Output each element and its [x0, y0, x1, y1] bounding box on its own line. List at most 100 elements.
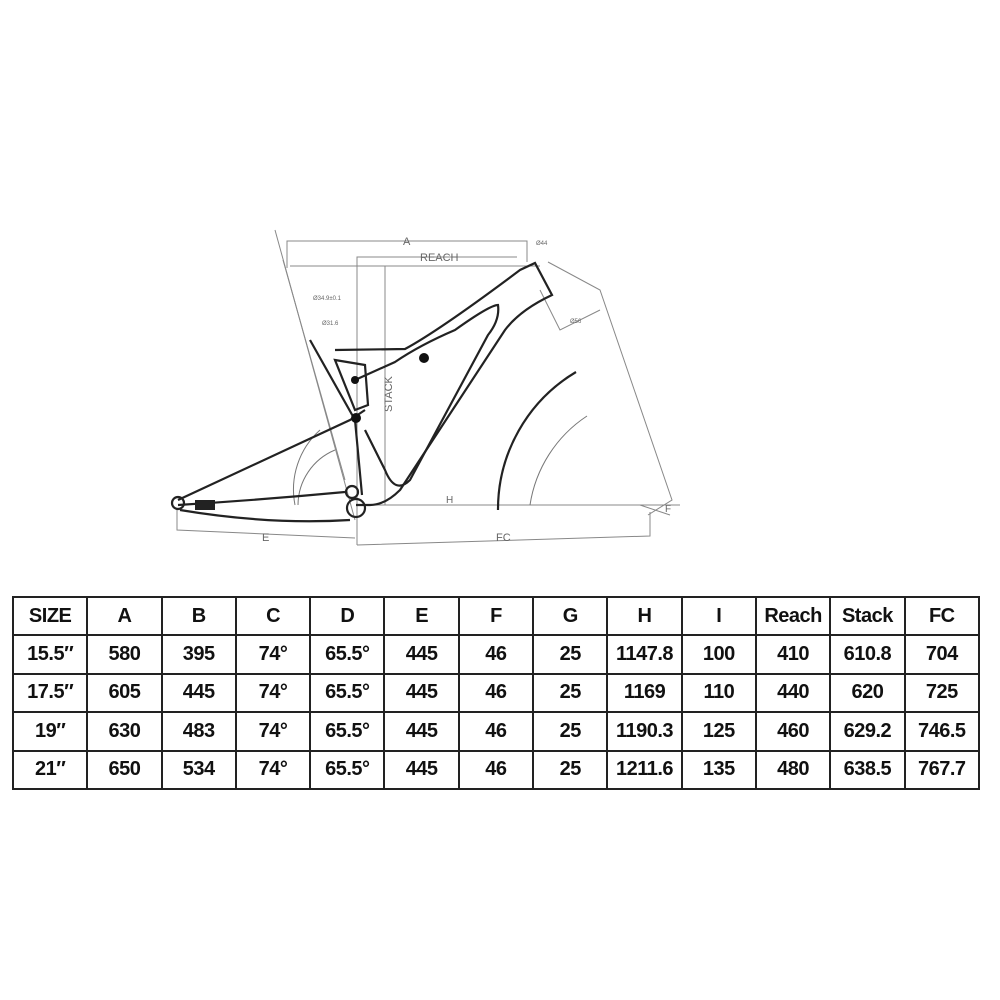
geometry-table: SIZE A B C D E F G H I Reach Stack FC 15… — [11, 595, 981, 791]
table-cell: 746.5 — [903, 711, 981, 752]
table-cell: 620 — [829, 672, 906, 714]
dim-fc — [356, 512, 651, 546]
seat-stay — [177, 409, 366, 501]
header-i: I — [680, 595, 757, 637]
table-cell: 725 — [903, 672, 981, 714]
header-reach: Reach — [754, 595, 832, 637]
dimension-labels: A REACH STACK E FC H F Ø34.9±0.1 Ø31.6 Ø… — [262, 236, 671, 544]
table-cell: 445 — [383, 672, 460, 714]
dropout-hardware — [195, 500, 215, 510]
table-cell: 1211.6 — [606, 749, 683, 791]
header-a: A — [86, 595, 163, 637]
table-cell: 25 — [532, 749, 609, 791]
shock-mount — [419, 353, 429, 363]
table-cell: 445 — [383, 711, 460, 752]
table-cell: 110 — [680, 672, 757, 714]
header-fc: FC — [903, 595, 981, 637]
header-e: E — [383, 595, 460, 637]
table-cell: 1190.3 — [606, 711, 683, 752]
table-cell: 46 — [457, 749, 535, 791]
table-cell: 410 — [754, 634, 832, 675]
header-g: G — [532, 595, 609, 637]
label-h: H — [446, 495, 453, 506]
table-cell: 704 — [903, 634, 981, 675]
label-f: F — [665, 504, 671, 515]
table-cell: 65.5° — [309, 749, 386, 791]
dim-a — [286, 240, 528, 268]
table-cell: 605 — [86, 672, 163, 714]
label-fc: FC — [496, 532, 511, 544]
table-cell: 445 — [160, 672, 237, 714]
table-cell: 15.5″ — [11, 634, 89, 675]
table-cell: 65.5° — [309, 634, 386, 675]
label-a: A — [403, 236, 411, 248]
table-cell: 610.8 — [829, 634, 906, 675]
table-cell: 767.7 — [903, 749, 981, 791]
table-cell: 125 — [680, 711, 757, 752]
table-cell: 17.5″ — [11, 672, 89, 714]
label-headtube-top: Ø44 — [536, 241, 548, 247]
header-stack: Stack — [829, 595, 906, 637]
main-pivot — [344, 484, 360, 500]
table-cell: 580 — [86, 634, 163, 675]
table-cell: 534 — [160, 749, 237, 791]
header-c: C — [234, 595, 312, 637]
rocker-link — [333, 358, 370, 412]
rear-axle — [170, 495, 186, 511]
header-h: H — [606, 595, 683, 637]
table-cell: 100 — [680, 634, 757, 675]
table-cell: 46 — [457, 634, 535, 675]
table-cell: 74° — [234, 711, 312, 752]
table-cell: 25 — [532, 672, 609, 714]
table-cell: 74° — [234, 634, 312, 675]
front-wheel-inner-arc — [529, 415, 588, 506]
table-cell: 650 — [86, 749, 163, 791]
front-triangle — [334, 261, 554, 507]
header-size: SIZE — [11, 595, 89, 637]
frame-tubes — [170, 261, 554, 523]
frame-geometry-drawing: A REACH STACK E FC H F Ø34.9±0.1 Ø31.6 Ø… — [170, 229, 680, 546]
table-cell: 395 — [160, 634, 237, 675]
table-cell: 25 — [532, 634, 609, 675]
table-cell: 445 — [383, 634, 460, 675]
table-cell: 480 — [754, 749, 832, 791]
header-b: B — [160, 595, 237, 637]
rear-wheel-inner-arc — [297, 449, 336, 506]
table-cell: 21″ — [11, 749, 89, 791]
table-cell: 46 — [457, 711, 535, 752]
table-cell: 135 — [680, 749, 757, 791]
table-cell: 74° — [234, 672, 312, 714]
label-stack: STACK — [383, 375, 395, 412]
table-cell: 638.5 — [829, 749, 906, 791]
table-cell: 629.2 — [829, 711, 906, 752]
table-header-row: SIZE A B C D E F G H I Reach Stack FC — [11, 595, 981, 637]
label-headtube-bottom: Ø56 — [570, 319, 582, 325]
label-e: E — [262, 532, 269, 544]
table-cell: 65.5° — [309, 711, 386, 752]
dim-e — [176, 510, 356, 539]
table-cell: 1147.8 — [606, 634, 683, 675]
table-cell: 445 — [383, 749, 460, 791]
label-reach: REACH — [420, 252, 459, 264]
table-cell: 440 — [754, 672, 832, 714]
dim-f — [639, 504, 671, 516]
headset-outline — [539, 289, 601, 331]
table-cell: 483 — [160, 711, 237, 752]
wheel-arcs — [293, 371, 588, 511]
table-cell: 630 — [86, 711, 163, 752]
table-cell: 460 — [754, 711, 832, 752]
down-tube-inner — [354, 303, 500, 487]
lower-link-pivot — [351, 413, 361, 423]
label-seatpost-inner: Ø31.6 — [322, 321, 339, 327]
header-f: F — [457, 595, 535, 637]
table-cell: 25 — [532, 711, 609, 752]
table-cell: 1169 — [606, 672, 683, 714]
bottom-bracket — [345, 497, 367, 519]
link-pivot — [351, 376, 359, 384]
dimension-lines — [176, 229, 680, 546]
seat-angle-line-2 — [282, 259, 346, 481]
header-d: D — [309, 595, 386, 637]
